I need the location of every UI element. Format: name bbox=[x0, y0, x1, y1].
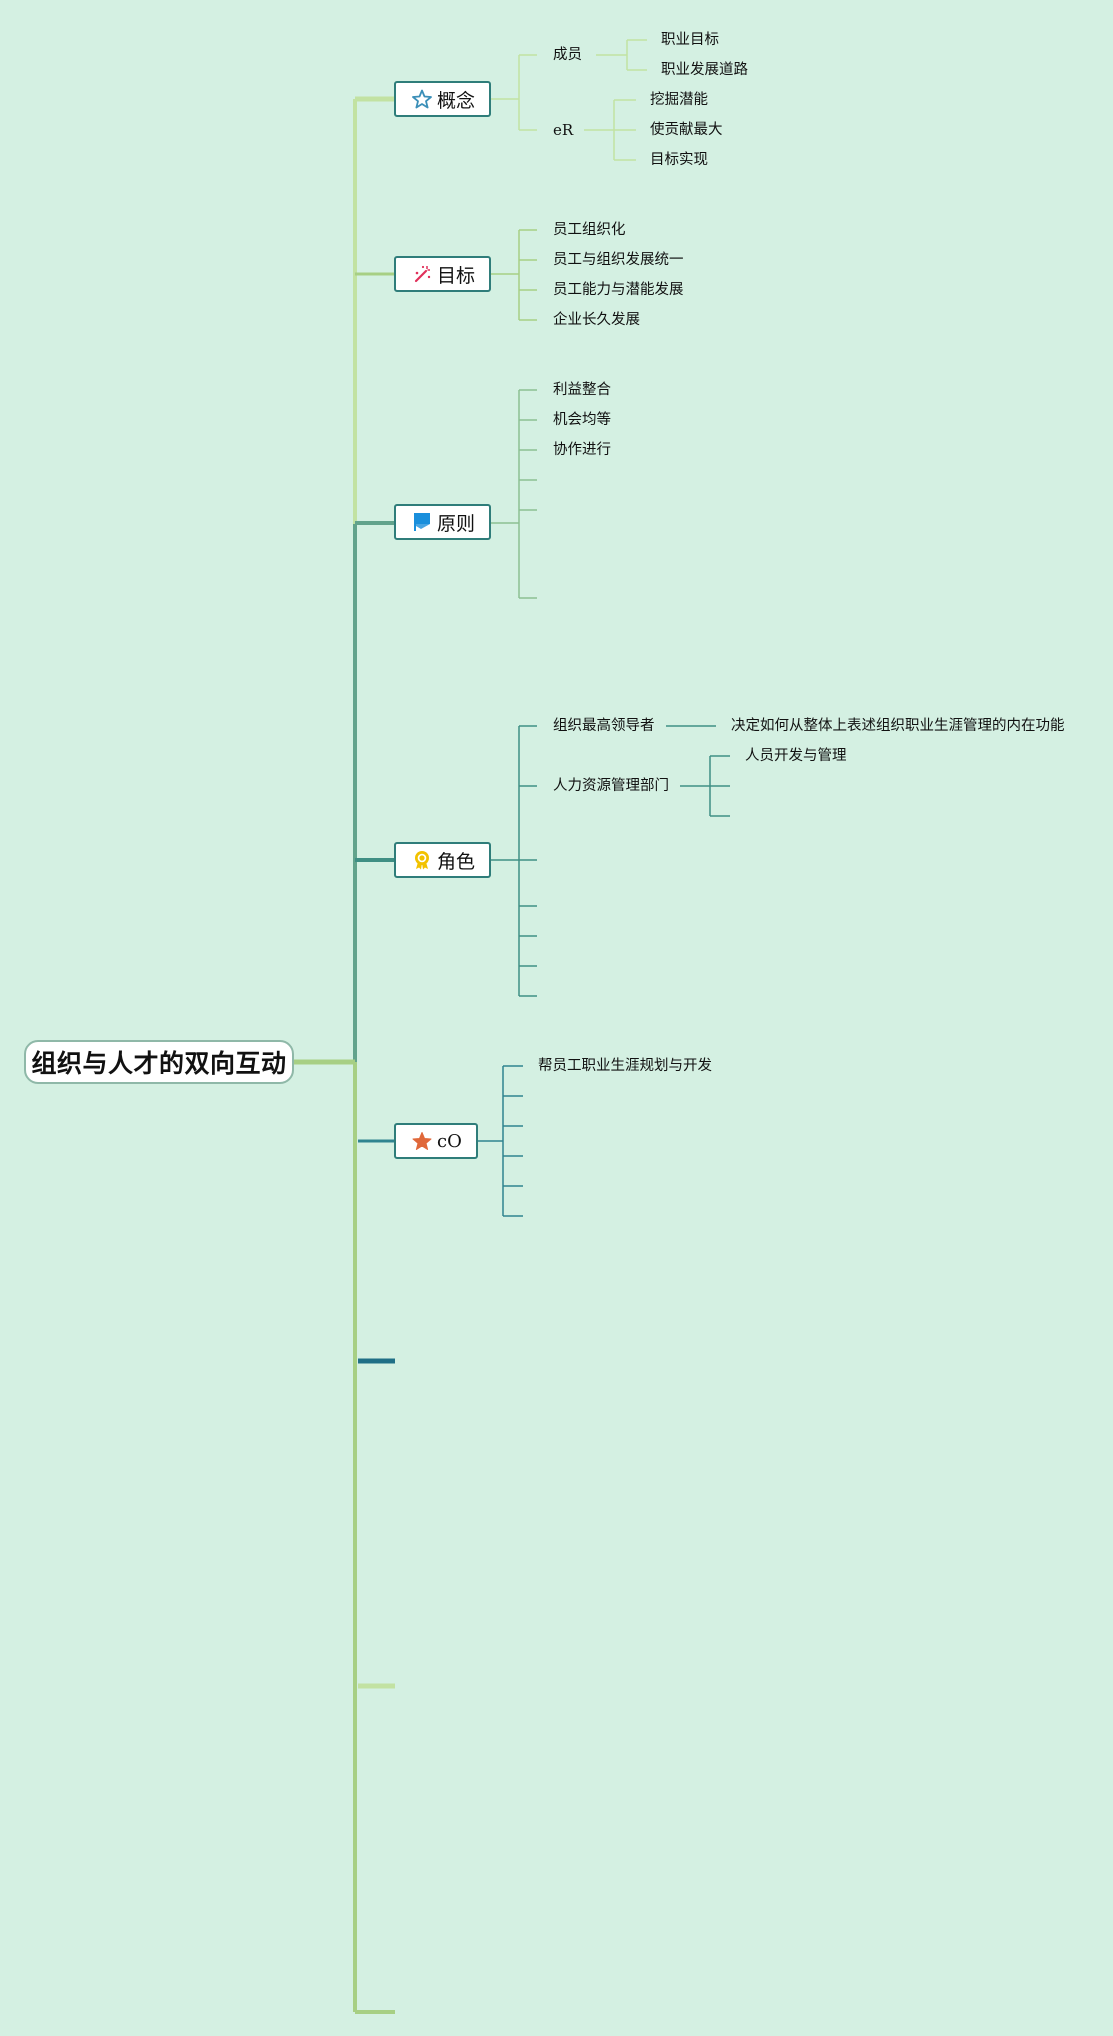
node-zuigao-lingdaozhe[interactable]: 组织最高领导者 bbox=[553, 718, 655, 734]
node-renyuan-kaifa-guanli[interactable]: 人员开发与管理 bbox=[745, 748, 847, 764]
flag-icon bbox=[412, 512, 432, 532]
node-juedin-neizai-gongneng[interactable]: 决定如何从整体上表述组织职业生涯管理的内在功能 bbox=[731, 718, 1065, 734]
root-topic-label: 组织与人才的双向互动 bbox=[31, 1049, 287, 1078]
node-nengli-qianneng[interactable]: 员工能力与潜能发展 bbox=[553, 282, 684, 298]
node-zhiye-mubiao[interactable]: 职业目标 bbox=[661, 32, 719, 48]
node-mubiao-shixian[interactable]: 目标实现 bbox=[650, 152, 708, 168]
magic-wand-icon bbox=[412, 264, 432, 284]
yuanze-connectors bbox=[489, 389, 537, 599]
gainian-connectors bbox=[489, 39, 647, 161]
award-ribbon-icon bbox=[412, 850, 432, 870]
node-wajue-qianneng[interactable]: 挖掘潜能 bbox=[650, 92, 708, 108]
node-xiezuo-jinxing[interactable]: 协作进行 bbox=[553, 442, 611, 458]
topic-mubiao-label: 目标 bbox=[437, 264, 476, 287]
node-zhiye-fazhan-daolu[interactable]: 职业发展道路 bbox=[661, 62, 748, 78]
node-yuangong-zuzhi-tongyi[interactable]: 员工与组织发展统一 bbox=[553, 252, 684, 268]
topic-yuanze-label: 原则 bbox=[437, 512, 476, 535]
star-outline-icon bbox=[412, 89, 432, 109]
topic-mubiao[interactable]: 目标 bbox=[394, 256, 492, 292]
root-topic[interactable]: 组织与人才的双向互动 bbox=[24, 1040, 294, 1084]
node-shi-gongxian-zuida[interactable]: 使贡献最大 bbox=[650, 122, 723, 138]
node-er[interactable]: eR bbox=[553, 121, 574, 139]
mubiao-connectors bbox=[489, 229, 537, 321]
topic-yuanze[interactable]: 原则 bbox=[394, 504, 492, 540]
topic-gainian[interactable]: 概念 bbox=[394, 81, 492, 117]
co-connectors bbox=[473, 1065, 523, 1217]
node-yuangong-zuzhihua[interactable]: 员工组织化 bbox=[553, 222, 626, 238]
topic-juese[interactable]: 角色 bbox=[394, 842, 492, 878]
topic-juese-label: 角色 bbox=[437, 850, 476, 873]
topic-co-label: cO bbox=[437, 1130, 462, 1152]
node-renli-ziyuan-bumen[interactable]: 人力资源管理部门 bbox=[553, 778, 669, 794]
topic-gainian-label: 概念 bbox=[437, 89, 476, 112]
node-bang-yuangong-guihua[interactable]: 帮员工职业生涯规划与开发 bbox=[538, 1058, 712, 1074]
node-jihui-junden[interactable]: 机会均等 bbox=[553, 412, 611, 428]
juese-connectors bbox=[489, 725, 730, 997]
node-chengyuan[interactable]: 成员 bbox=[553, 47, 582, 63]
node-qiye-changjiu[interactable]: 企业长久发展 bbox=[553, 312, 640, 328]
topic-co[interactable]: cO bbox=[394, 1123, 478, 1159]
star-filled-icon bbox=[412, 1131, 432, 1151]
node-liyi-zhenghe[interactable]: 利益整合 bbox=[553, 382, 611, 398]
